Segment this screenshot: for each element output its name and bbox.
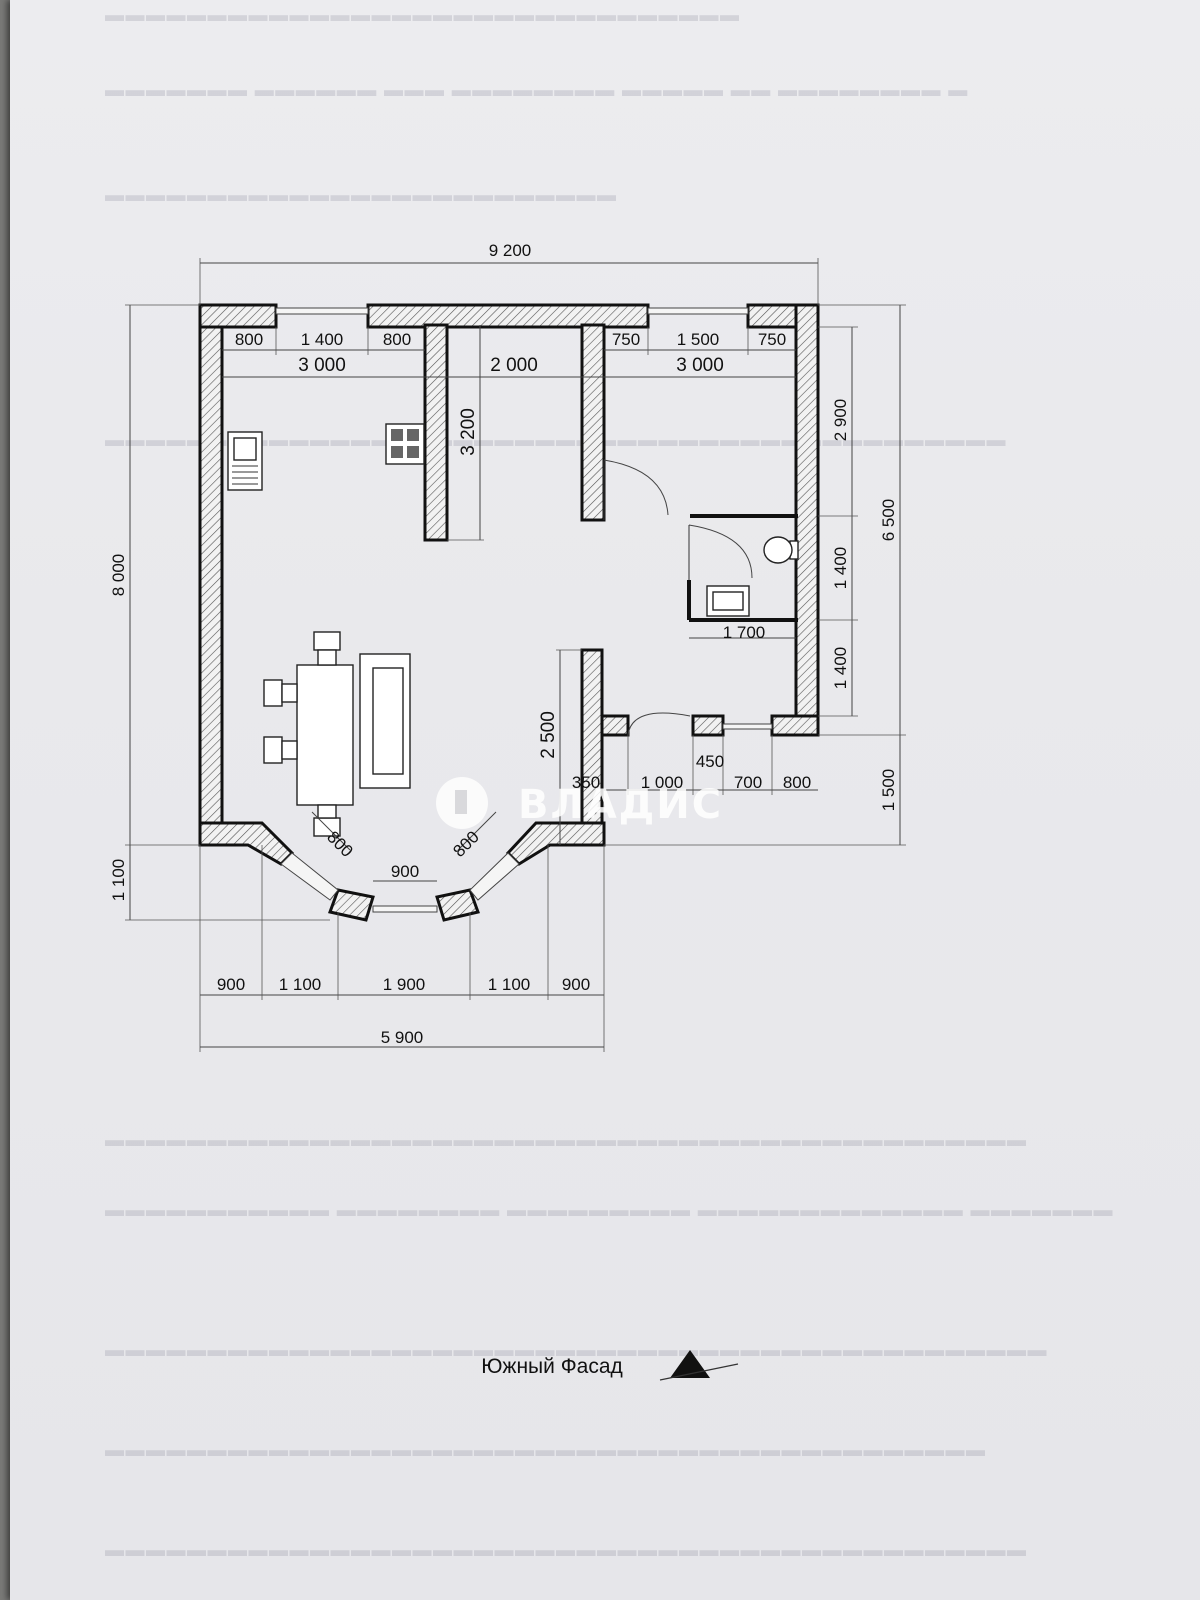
wall-bay-left	[198, 821, 295, 866]
window-bay-left	[280, 852, 339, 901]
toilet-bowl	[763, 536, 793, 564]
dim-kitchen-window-right: 800	[383, 330, 411, 349]
dim-entry-800: 800	[783, 773, 811, 792]
dim-entry-1000: 1 000	[641, 773, 684, 792]
dim-kitchen-width: 3 000	[298, 355, 346, 376]
dim-bathroom-width: 1 700	[723, 623, 766, 642]
dining-table	[296, 664, 354, 806]
window-bay-right	[469, 852, 520, 901]
watermark-text: ВЛАДИС	[518, 782, 723, 828]
dim-right-bottom: 1 500	[879, 769, 898, 812]
dim-partition: 3 200	[458, 408, 479, 456]
door-entry-arc	[627, 712, 691, 736]
dim-bathroom-depth: 1 400	[831, 547, 850, 590]
dim-bedroom-depth: 2 900	[831, 399, 850, 442]
dim-entry-700: 700	[734, 773, 762, 792]
wall-left	[198, 303, 224, 847]
window-bay-front	[372, 905, 438, 913]
walls	[198, 303, 820, 922]
wall-bay-right	[505, 821, 606, 866]
dim-wall-350: 350	[572, 773, 600, 792]
window-hall	[722, 723, 773, 730]
chair	[313, 631, 341, 651]
watermark: ВЛАДИС	[436, 777, 723, 829]
wall-bay-corner-right	[435, 888, 480, 922]
dim-bay-depth: 1 100	[109, 859, 128, 902]
fixtures	[227, 423, 799, 837]
dim-bottom-3: 1 900	[383, 975, 426, 994]
dim-bay-front: 900	[391, 862, 419, 881]
partition-stub	[600, 714, 630, 737]
dim-kitchen-window: 1 400	[301, 330, 344, 349]
window-bedroom	[647, 307, 749, 315]
dimension-labels: 9 200 800 1 400 800 750 1 500 750 3 000 …	[109, 241, 898, 1047]
door-bedroom-arc	[603, 459, 669, 516]
chair	[263, 679, 283, 707]
dim-kitchen-window-left: 800	[235, 330, 263, 349]
wall-top-1	[198, 303, 278, 329]
dim-right-window: 1 500	[677, 330, 720, 349]
dim-living-partition: 2 500	[538, 711, 559, 759]
door-bathroom-arc	[688, 524, 753, 579]
dim-bottom-5: 900	[562, 975, 590, 994]
dim-bottom-2: 1 100	[279, 975, 322, 994]
dim-door-450: 450	[696, 752, 724, 771]
facade-label: Южный Фасад	[481, 1355, 623, 1378]
dim-total-width-bottom: 5 900	[381, 1028, 424, 1047]
dimension-lines	[125, 258, 906, 1052]
partition-bedroom	[580, 323, 606, 522]
wall-right	[794, 303, 820, 737]
facade-direction-icon	[670, 1350, 710, 1378]
partition-kitchen	[423, 323, 449, 542]
sink-bowl	[233, 437, 257, 461]
dim-total-width-top: 9 200	[489, 241, 532, 260]
dim-bay-side-right: 800	[449, 827, 482, 860]
dim-middle-width: 2 000	[490, 355, 538, 376]
doors	[603, 459, 753, 736]
wall-bottom-right	[770, 714, 820, 737]
window-kitchen	[275, 307, 369, 315]
dim-bottom-4: 1 100	[488, 975, 531, 994]
dim-total-height-right: 6 500	[879, 499, 898, 542]
chair	[263, 736, 283, 764]
dim-right-window-left: 750	[612, 330, 640, 349]
dim-right-width: 3 000	[676, 355, 724, 376]
dim-right-window-right: 750	[758, 330, 786, 349]
dim-total-height-left: 8 000	[109, 554, 128, 597]
windows	[275, 307, 773, 913]
wall-top-2	[366, 303, 650, 329]
dim-hall-depth: 1 400	[831, 647, 850, 690]
wall-bay-corner-left	[328, 888, 375, 922]
wall-bottom-mid	[691, 714, 725, 737]
dim-bottom-1: 900	[217, 975, 245, 994]
